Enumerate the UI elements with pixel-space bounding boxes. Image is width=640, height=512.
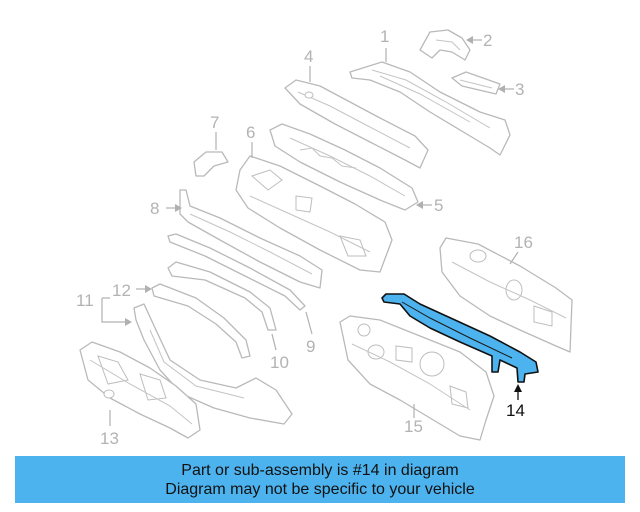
callout-3: 3 bbox=[515, 80, 524, 99]
part-11 bbox=[133, 303, 293, 425]
part-15 bbox=[339, 315, 495, 441]
info-banner: Part or sub-assembly is #14 in diagram D… bbox=[15, 456, 625, 503]
part-12 bbox=[151, 283, 251, 359]
part-3 bbox=[451, 71, 501, 95]
callout-15: 15 bbox=[404, 417, 423, 436]
callout-10: 10 bbox=[270, 353, 289, 372]
part-1 bbox=[349, 61, 511, 156]
callout-8: 8 bbox=[150, 199, 159, 218]
callout-16: 16 bbox=[514, 233, 533, 252]
part-16 bbox=[439, 237, 573, 353]
parts-diagram: 2 3 1 4 5 6 7 bbox=[76, 27, 573, 448]
callout-1: 1 bbox=[380, 27, 389, 46]
callout-14: 14 bbox=[506, 401, 525, 420]
part-7 bbox=[193, 151, 229, 177]
callout-5: 5 bbox=[434, 196, 443, 215]
part-8 bbox=[179, 189, 323, 289]
banner-line-2: Diagram may not be specific to your vehi… bbox=[165, 481, 475, 498]
part-4 bbox=[284, 79, 429, 169]
callout-2: 2 bbox=[483, 31, 492, 50]
part-6 bbox=[235, 155, 393, 273]
part-2 bbox=[419, 29, 471, 61]
callout-4: 4 bbox=[304, 47, 313, 66]
banner-line-1: Part or sub-assembly is #14 in diagram bbox=[181, 462, 459, 479]
part-10 bbox=[167, 261, 277, 331]
part-13 bbox=[79, 341, 201, 439]
callout-6: 6 bbox=[246, 123, 255, 142]
callout-12: 12 bbox=[112, 281, 131, 300]
part-9 bbox=[167, 233, 306, 311]
callout-11: 11 bbox=[76, 291, 94, 310]
callout-9: 9 bbox=[306, 337, 315, 356]
part-14-highlighted[interactable] bbox=[381, 293, 539, 383]
callout-7: 7 bbox=[210, 113, 219, 132]
callout-13: 13 bbox=[100, 429, 119, 448]
part-5 bbox=[269, 123, 419, 211]
